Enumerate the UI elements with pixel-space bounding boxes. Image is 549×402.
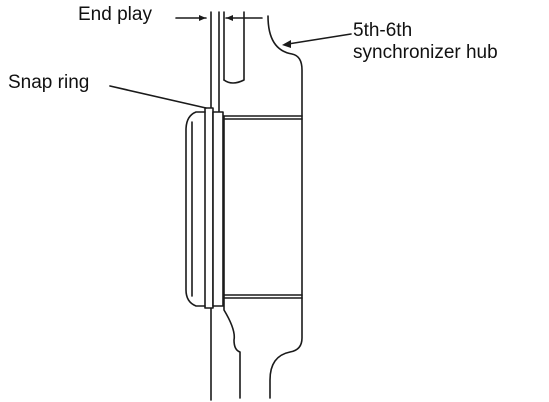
end-play-label: End play <box>78 4 152 25</box>
snap-ring-leader <box>109 85 207 109</box>
synchronizer-hub-outline <box>223 11 303 399</box>
hub-label-line2: synchronizer hub <box>353 41 498 63</box>
hub-label-line1: 5th-6th <box>353 20 413 41</box>
hub-leader <box>282 33 352 48</box>
synchronizer-hub-label: 5th-6th synchronizer hub <box>353 20 498 64</box>
snap-ring-shape <box>185 107 224 309</box>
snap-ring-label: Snap ring <box>8 72 90 93</box>
